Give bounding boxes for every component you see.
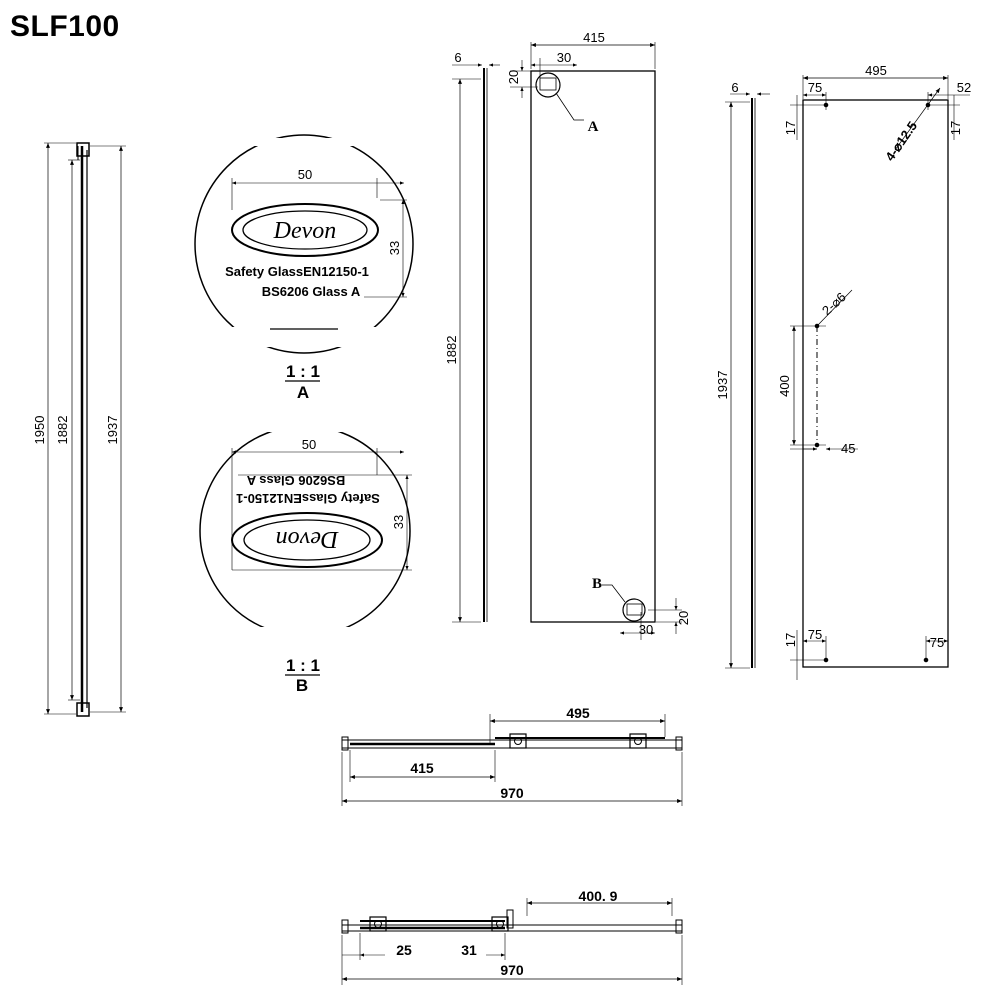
detail-a-height-label: 33 <box>387 241 402 255</box>
detail-a-scale: 1 : 1 <box>286 362 320 381</box>
side-view <box>44 142 126 717</box>
detail-b-scale: 1 : 1 <box>286 656 320 675</box>
detail-b-height-label: 33 <box>391 515 406 529</box>
door-bottom-left-y-label: 17 <box>783 633 798 647</box>
fixed-offset-x-label: 30 <box>557 50 571 65</box>
fixed-offset-y-b-label: 20 <box>676 611 691 625</box>
plan-open-left-offset-label: 25 <box>396 942 412 958</box>
fixed-offset-y-label: 20 <box>506 70 521 84</box>
door-bottom-left-x-label: 75 <box>808 627 822 642</box>
door-thickness-label: 6 <box>731 80 738 95</box>
detail-b-logo-text: Devon <box>276 526 340 552</box>
fixed-width-label: 415 <box>583 30 605 45</box>
door-bottom-right-x-label: 75 <box>930 635 944 650</box>
detail-b-width-label: 50 <box>302 437 316 452</box>
plan-closed-overall-label: 970 <box>500 785 524 801</box>
fixed-panel <box>452 42 682 640</box>
detail-a-width-label: 50 <box>298 167 312 182</box>
plan-view-closed <box>341 714 683 806</box>
plan-open-mid-offset-label: 31 <box>461 942 477 958</box>
callout-a-label: A <box>588 119 599 135</box>
door-handle-spacing-label: 400 <box>777 375 792 397</box>
door-edge-top-right-label: 17 <box>948 121 963 135</box>
detail-b-label: B <box>296 676 308 695</box>
plan-view-open <box>341 898 683 985</box>
detail-a-line2: BS6206 Glass A <box>262 284 361 299</box>
fixed-offset-x-b-label: 30 <box>639 622 653 637</box>
door-holes-mid-label: 2-⌀6 <box>819 289 849 318</box>
door-holes-top-label: 4-⌀12.5 <box>882 119 920 164</box>
door-edge-left-label: 75 <box>808 80 822 95</box>
door-width-label: 495 <box>865 63 887 78</box>
door-edge-top-left-label: 17 <box>783 121 798 135</box>
side-height-1937-label: 1937 <box>105 416 120 445</box>
detail-b-line1: Safety GlassEN12150-1 <box>236 491 380 506</box>
detail-a <box>194 134 414 354</box>
plan-open-overall-label: 970 <box>500 962 524 978</box>
detail-a-line1: Safety GlassEN12150-1 <box>225 264 369 279</box>
side-height-1882-label: 1882 <box>55 416 70 445</box>
plan-closed-fixed-width-label: 415 <box>410 760 434 776</box>
side-height-1950-label: 1950 <box>32 416 47 445</box>
door-height-label: 1937 <box>715 371 730 400</box>
fixed-height-label: 1882 <box>444 336 459 365</box>
door-panel <box>725 75 970 680</box>
callout-b-label: B <box>592 576 602 592</box>
detail-a-logo-text: Devon <box>273 218 337 244</box>
plan-open-opening-label: 400. 9 <box>579 888 618 904</box>
door-edge-right-label: 52 <box>957 80 971 95</box>
plan-closed-door-width-label: 495 <box>566 705 590 721</box>
door-handle-offset-label: 45 <box>841 441 855 456</box>
drawing-title: SLF100 <box>10 10 120 43</box>
fixed-thickness-label: 6 <box>454 50 461 65</box>
detail-b <box>199 424 412 641</box>
detail-a-label: A <box>297 383 309 402</box>
detail-b-line2: BS6206 Glass A <box>246 473 345 488</box>
